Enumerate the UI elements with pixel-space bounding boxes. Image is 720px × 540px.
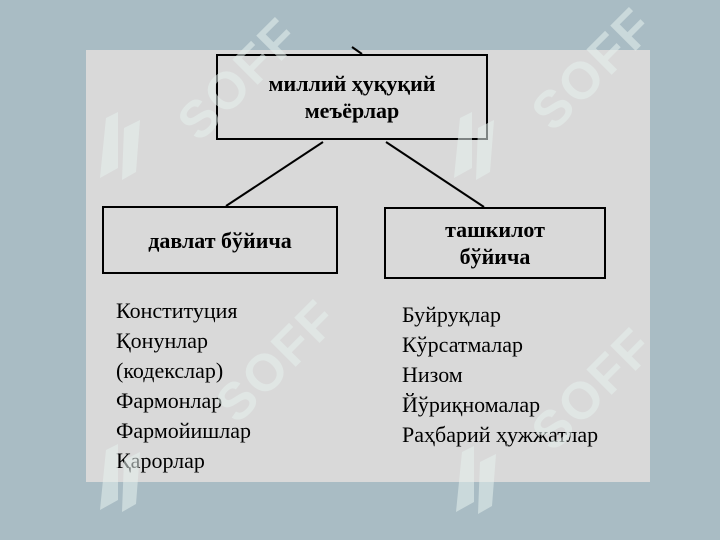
list-item: Фармонлар [116, 388, 223, 413]
watermark-logo-icon [456, 446, 496, 514]
list-item: Буйруқлар [402, 302, 501, 327]
watermark-logo-icon [100, 444, 140, 512]
top-box-national-norms: миллий ҳуқуқий меъёрлар [216, 54, 488, 140]
connector-right [385, 141, 485, 208]
right-box-by-organization: ташкилот бўйича [384, 207, 606, 279]
watermark-logo-icon [100, 112, 140, 180]
list-item: (кодекслар) [116, 358, 224, 383]
list-item: Фармойишлар [116, 418, 251, 443]
list-item: Қонунлар [116, 328, 208, 353]
list-item: Кўрсатмалар [402, 332, 523, 357]
list-item: Конституция [116, 298, 238, 323]
watermark-logo-icon [454, 112, 494, 180]
connector-left [225, 141, 324, 207]
connector-to-top [351, 46, 363, 55]
organization-documents-list: Буйруқлар Кўрсатмалар Низом Йўриқномалар… [402, 300, 598, 450]
list-item: Йўриқномалар [402, 392, 541, 417]
state-documents-list: Конституция Қонунлар (кодекслар) Фармонл… [116, 296, 251, 476]
list-item: Раҳбарий ҳужжатлар [402, 422, 599, 447]
left-box-by-state: давлат бўйича [102, 206, 338, 274]
list-item: Низом [402, 362, 463, 387]
